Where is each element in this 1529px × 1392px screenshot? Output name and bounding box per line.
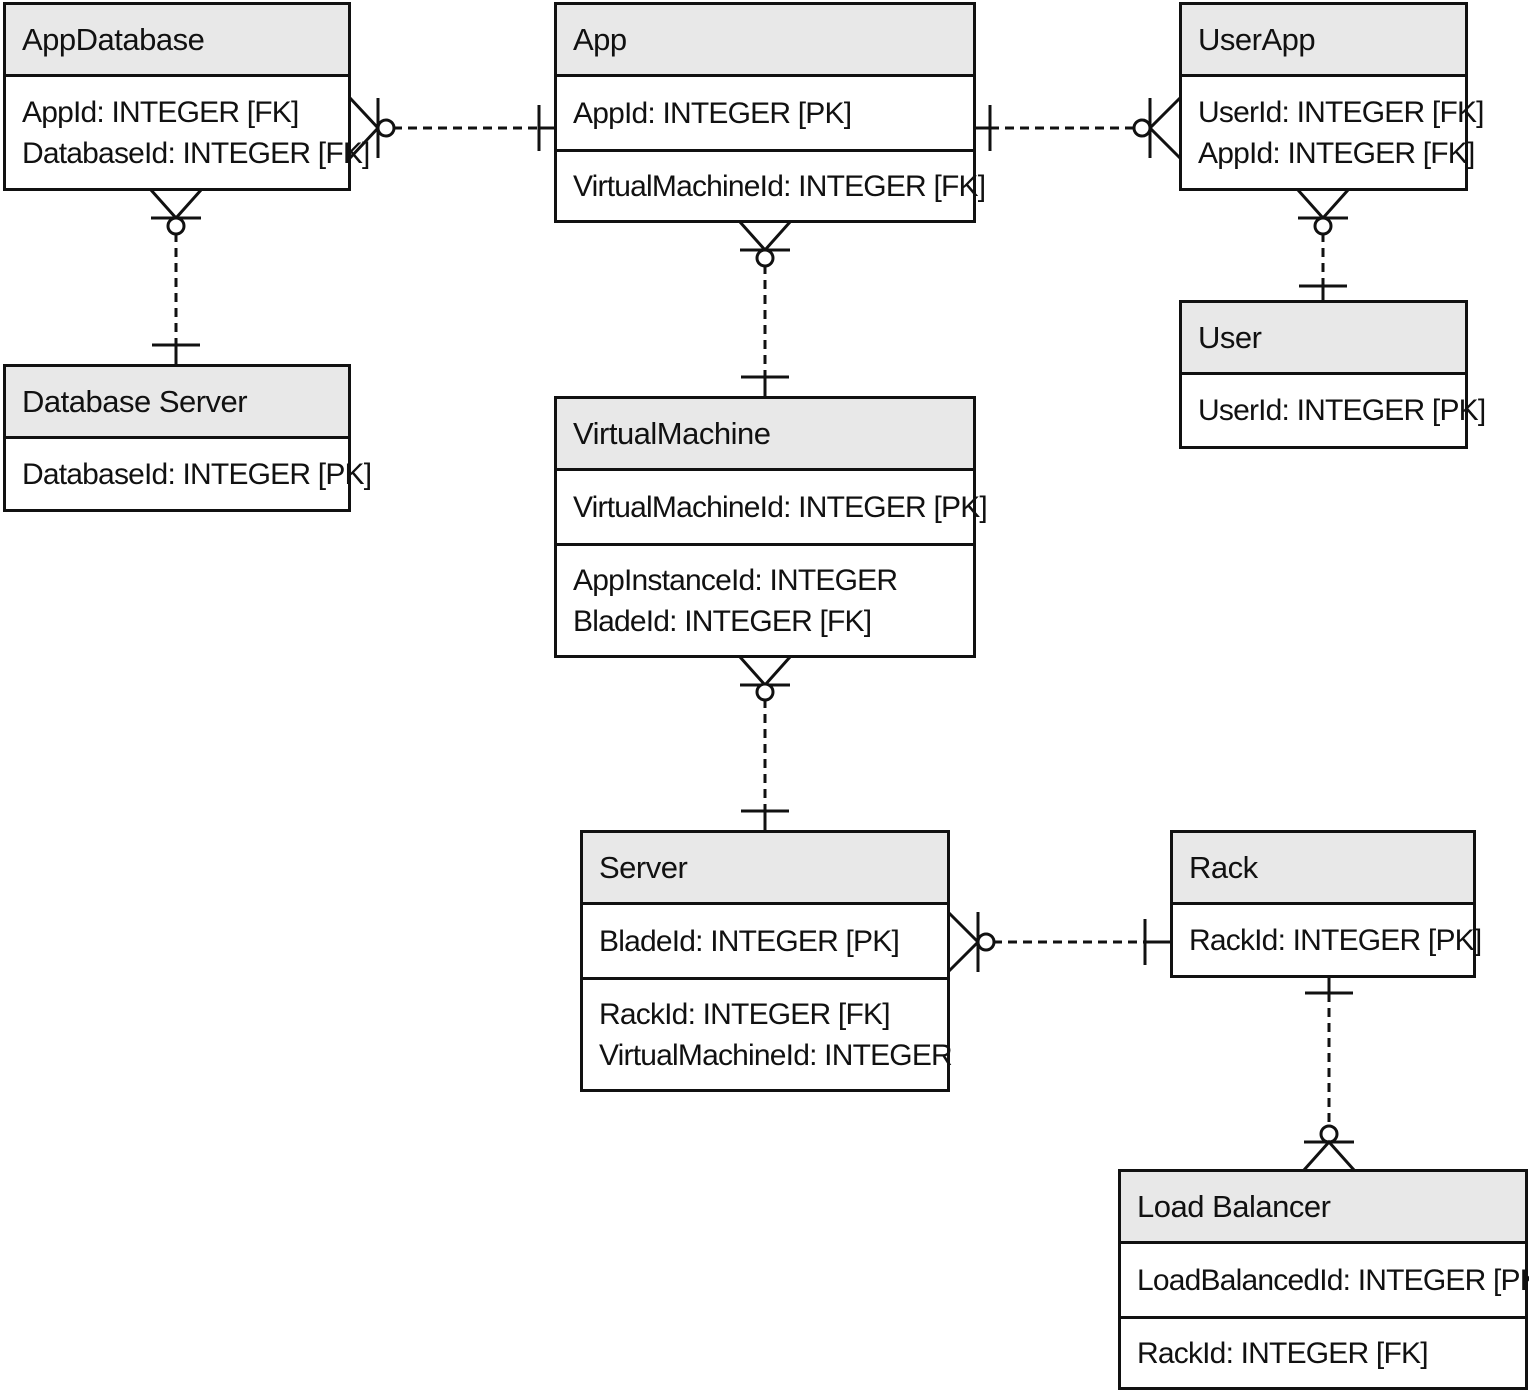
- entity-primary-key: BladeId: INTEGER [PK]: [583, 905, 947, 977]
- field: RackId: INTEGER [FK]: [1137, 1336, 1429, 1370]
- field: DatabaseId: INTEGER [PK]: [22, 457, 372, 491]
- entity-primary-key: DatabaseId: INTEGER [PK]: [6, 439, 372, 509]
- entity-load-balancer: Load Balancer LoadBalancedId: INTEGER [P…: [1118, 1169, 1529, 1390]
- entity-primary-key: UserId: INTEGER [PK]: [1182, 375, 1486, 446]
- connector-userapp-user: [1296, 189, 1350, 302]
- entity-fields: RackId: INTEGER [FK]: [1121, 1316, 1525, 1387]
- connector-rack-loadbalancer: [1302, 976, 1356, 1171]
- field: UserId: INTEGER [PK]: [1198, 394, 1486, 427]
- connector-appdatabase-app: [348, 96, 556, 160]
- entity-primary-key: AppId: INTEGER [PK]: [557, 77, 973, 149]
- field: AppInstanceId: INTEGER: [573, 563, 898, 597]
- entity-fields: AppInstanceId: INTEGER BladeId: INTEGER …: [557, 543, 973, 655]
- field: AppId: INTEGER [FK]: [22, 95, 299, 129]
- field: RackId: INTEGER [PK]: [1189, 923, 1482, 957]
- entity-server: Server BladeId: INTEGER [PK] RackId: INT…: [580, 830, 953, 1092]
- entity-primary-key: RackId: INTEGER [PK]: [1173, 905, 1482, 975]
- field: BladeId: INTEGER [PK]: [599, 924, 900, 958]
- entity-title: VirtualMachine: [557, 399, 973, 471]
- entity-title: User: [1182, 303, 1465, 375]
- entity-app: App AppId: INTEGER [PK] VirtualMachineId…: [554, 2, 986, 223]
- entity-fields: VirtualMachineId: INTEGER [FK]: [557, 149, 986, 220]
- field: BladeId: INTEGER [FK]: [573, 604, 872, 638]
- connector-server-rack: [946, 910, 1172, 974]
- entity-title: Server: [583, 833, 947, 905]
- field: UserId: INTEGER [FK]: [1198, 95, 1485, 129]
- entity-database-server: Database Server DatabaseId: INTEGER [PK]: [3, 364, 372, 512]
- field: AppId: INTEGER [FK]: [1198, 136, 1475, 170]
- entity-user: User UserId: INTEGER [PK]: [1179, 300, 1486, 449]
- field: VirtualMachineId: INTEGER [FK]: [573, 169, 986, 203]
- entity-virtualmachine: VirtualMachine VirtualMachineId: INTEGER…: [554, 396, 988, 658]
- field: VirtualMachineId: INTEGER: [599, 1038, 953, 1072]
- entity-rack: Rack RackId: INTEGER [PK]: [1170, 830, 1482, 978]
- entity-title: UserApp: [1182, 5, 1465, 77]
- entity-title: AppDatabase: [6, 5, 348, 77]
- connector-app-virtualmachine: [738, 221, 792, 397]
- connector-app-userapp: [974, 96, 1182, 160]
- entity-title: Load Balancer: [1121, 1172, 1525, 1244]
- entity-primary-key: LoadBalancedId: INTEGER [PK]: [1121, 1244, 1529, 1316]
- entity-title: App: [557, 5, 973, 77]
- entity-fields: UserId: INTEGER [FK] AppId: INTEGER [FK]: [1182, 77, 1485, 188]
- entity-primary-key: VirtualMachineId: INTEGER [PK]: [557, 471, 988, 543]
- entity-title: Rack: [1173, 833, 1473, 905]
- entity-fields: AppId: INTEGER [FK] DatabaseId: INTEGER …: [6, 77, 370, 188]
- connector-virtualmachine-server: [738, 656, 792, 831]
- entity-fields: RackId: INTEGER [FK] VirtualMachineId: I…: [583, 977, 953, 1089]
- entity-appdatabase: AppDatabase AppId: INTEGER [FK] Database…: [3, 2, 370, 191]
- field: AppId: INTEGER [PK]: [573, 96, 852, 130]
- field: LoadBalancedId: INTEGER [PK]: [1137, 1263, 1529, 1297]
- field: DatabaseId: INTEGER [FK]: [22, 136, 370, 170]
- field: RackId: INTEGER [FK]: [599, 997, 891, 1031]
- connector-appdatabase-databaseserver: [149, 189, 203, 365]
- entity-userapp: UserApp UserId: INTEGER [FK] AppId: INTE…: [1179, 2, 1485, 191]
- entity-title: Database Server: [6, 367, 348, 439]
- field: VirtualMachineId: INTEGER [PK]: [573, 490, 988, 524]
